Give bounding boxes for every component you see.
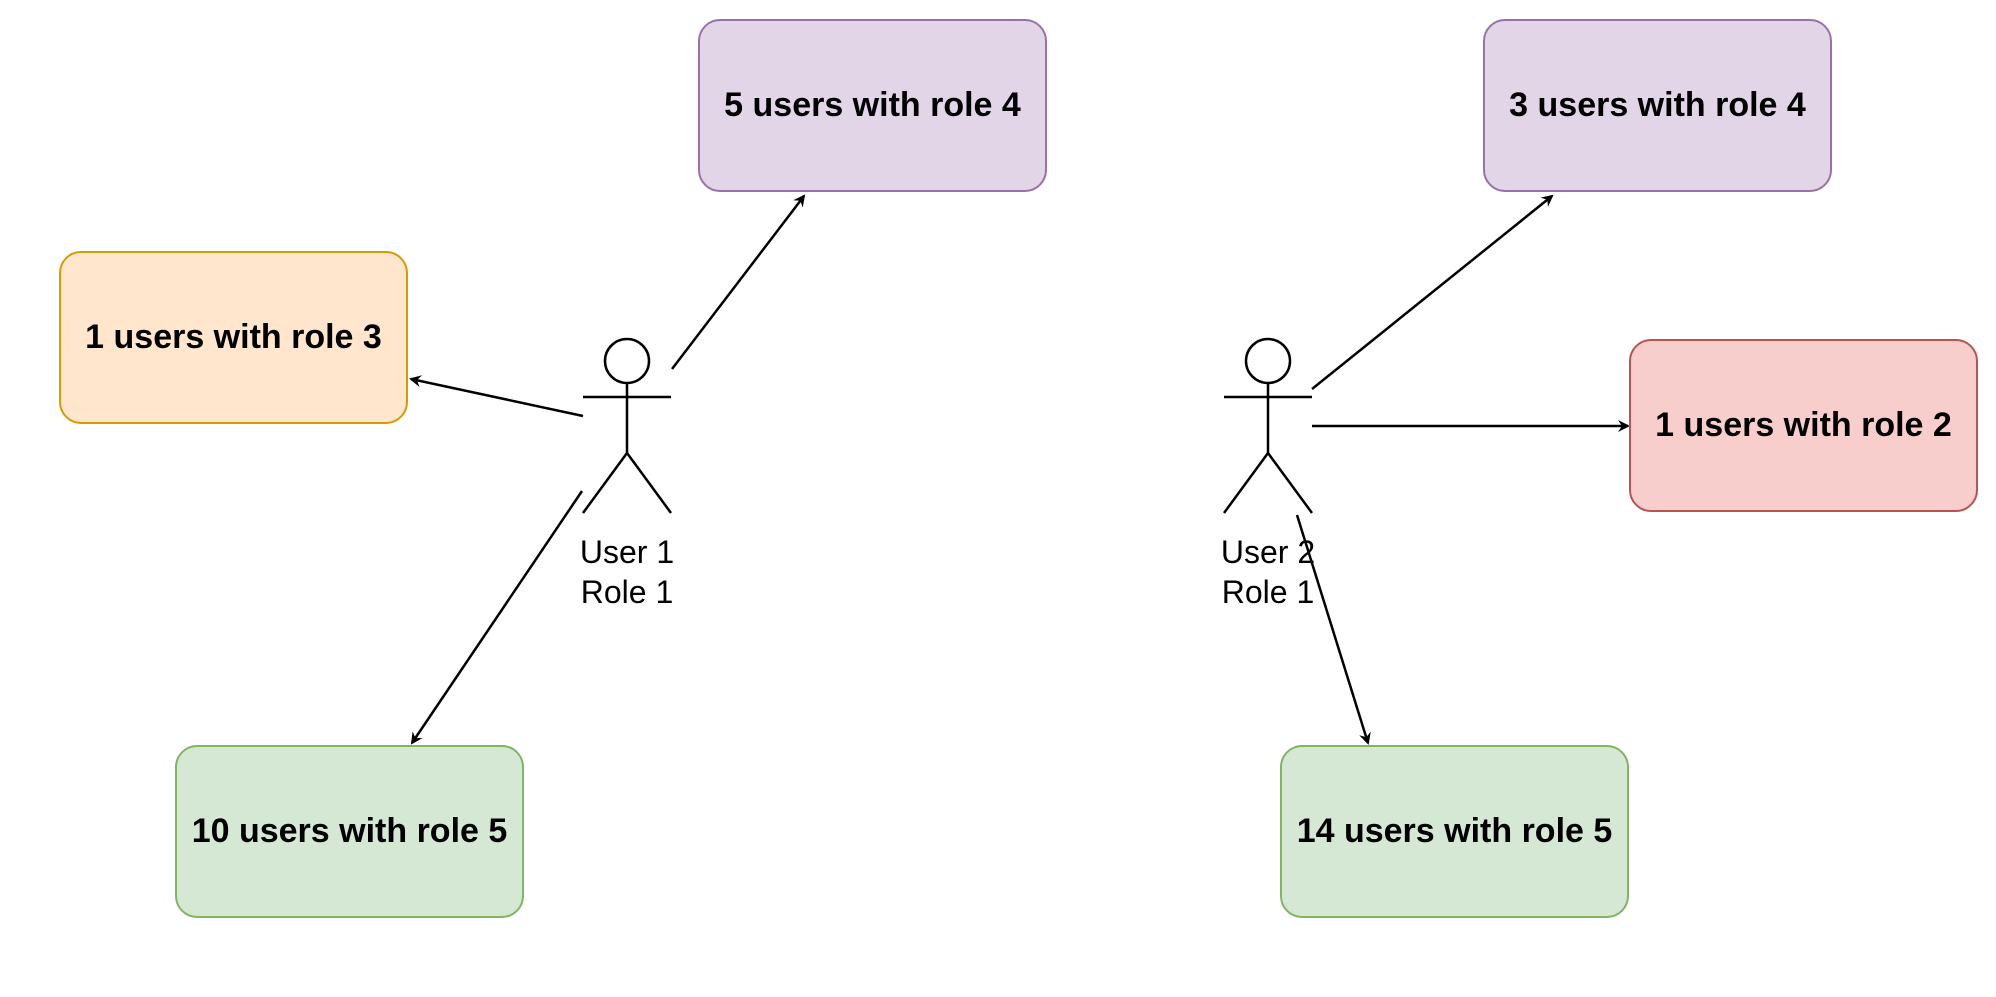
actor-user-2-label: User 2 Role 1	[1188, 532, 1348, 612]
box-role3-user1[interactable]: 1 users with role 3	[59, 251, 408, 424]
actor-leg-left	[581, 452, 629, 514]
box-label: 1 users with role 2	[1655, 406, 1952, 444]
box-label: 1 users with role 3	[85, 318, 382, 356]
edge-user2-to-role4	[1311, 194, 1554, 390]
box-label: 3 users with role 4	[1509, 86, 1806, 124]
actor-role: Role 1	[1221, 574, 1315, 610]
edge-user1-to-role3	[409, 375, 584, 418]
actor-user-1-figure[interactable]	[581, 337, 673, 514]
box-role4-user1[interactable]: 5 users with role 4	[698, 19, 1047, 192]
edge-user1-to-role5	[410, 490, 584, 745]
actor-name: User 2	[1220, 534, 1316, 570]
actor-user-2-figure[interactable]	[1222, 337, 1314, 514]
actor-leg-right	[1266, 452, 1314, 514]
box-label: 14 users with role 5	[1296, 812, 1613, 850]
box-label: 10 users with role 5	[191, 812, 508, 850]
actor-head	[1244, 337, 1292, 385]
edge-user2-to-role5	[1295, 514, 1371, 745]
actor-role: Role 1	[580, 574, 674, 610]
box-role2-user2[interactable]: 1 users with role 2	[1629, 339, 1978, 512]
edge-user1-to-role4	[671, 194, 806, 370]
actor-name: User 1	[579, 534, 675, 570]
box-label: 5 users with role 4	[724, 86, 1021, 124]
box-role5-user1[interactable]: 10 users with role 5	[175, 745, 524, 918]
actor-head	[603, 337, 651, 385]
actor-leg-right	[625, 452, 673, 514]
box-role5-user2[interactable]: 14 users with role 5	[1280, 745, 1629, 918]
box-role4-user2[interactable]: 3 users with role 4	[1483, 19, 1832, 192]
actor-user-1-label: User 1 Role 1	[547, 532, 707, 612]
actor-leg-left	[1222, 452, 1270, 514]
